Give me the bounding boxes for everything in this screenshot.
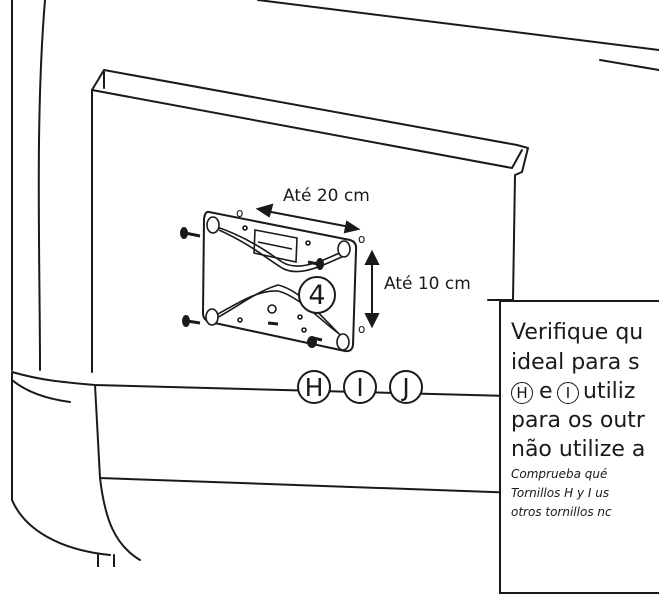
screw-label-i: I [343,370,377,404]
note-small-2: Tornillos H y I us [511,486,610,500]
width-arrow [255,203,361,234]
step-number: 4 [308,279,326,311]
screw-top-right [307,258,324,270]
back-panel-face [91,89,523,373]
note-line-3-rest: utiliz [583,379,636,404]
device-body-outline [11,0,46,371]
plate-rib-lower-2 [217,290,339,334]
note-small-1: Comprueba qué [511,467,608,481]
note-line-5: não utilize a [511,437,646,462]
device-right-edge [599,59,659,71]
base-edge-detail [11,379,71,403]
note-line-1: Verifique qu [511,320,644,345]
hole-mark-mid: o [236,206,244,220]
device-base [11,371,659,561]
hole-mark-top: o [358,232,366,246]
note-small-3: otros tornillos nc [511,505,612,519]
screw-top-left [180,227,201,239]
screw-bottom-right [307,336,323,348]
screw-center [267,321,279,326]
back-panel [91,69,529,301]
plate-slot [253,229,298,263]
height-arrow [364,249,380,329]
plate-rib-lower [212,284,343,338]
device-top-edge [257,0,659,51]
screw-label-j: J [389,370,423,404]
plate-slot-inner [257,241,293,250]
screw-label-h: H [297,370,331,404]
note-line-4: para os outr [511,408,645,433]
note-screw-h: H [511,382,533,404]
note-line-3-e: e [539,379,553,404]
wall-mount-diagram [11,0,659,567]
hole-mark-bottom: o [358,322,366,336]
screw-note-box: Verifique qu ideal para s H e I utiliz p… [499,300,659,594]
note-screw-i: I [557,382,579,404]
width-dimension-label: Até 20 cm [283,186,370,206]
base-foot [97,554,115,567]
step-number-badge: 4 [298,276,336,314]
plate-rib-upper-2 [218,229,345,273]
plate-rib-upper [213,225,347,267]
height-dimension-label: Até 10 cm [384,274,471,294]
note-line-2: ideal para s [511,350,640,375]
plate-holes [205,216,351,351]
screw-bottom-left [182,315,201,327]
